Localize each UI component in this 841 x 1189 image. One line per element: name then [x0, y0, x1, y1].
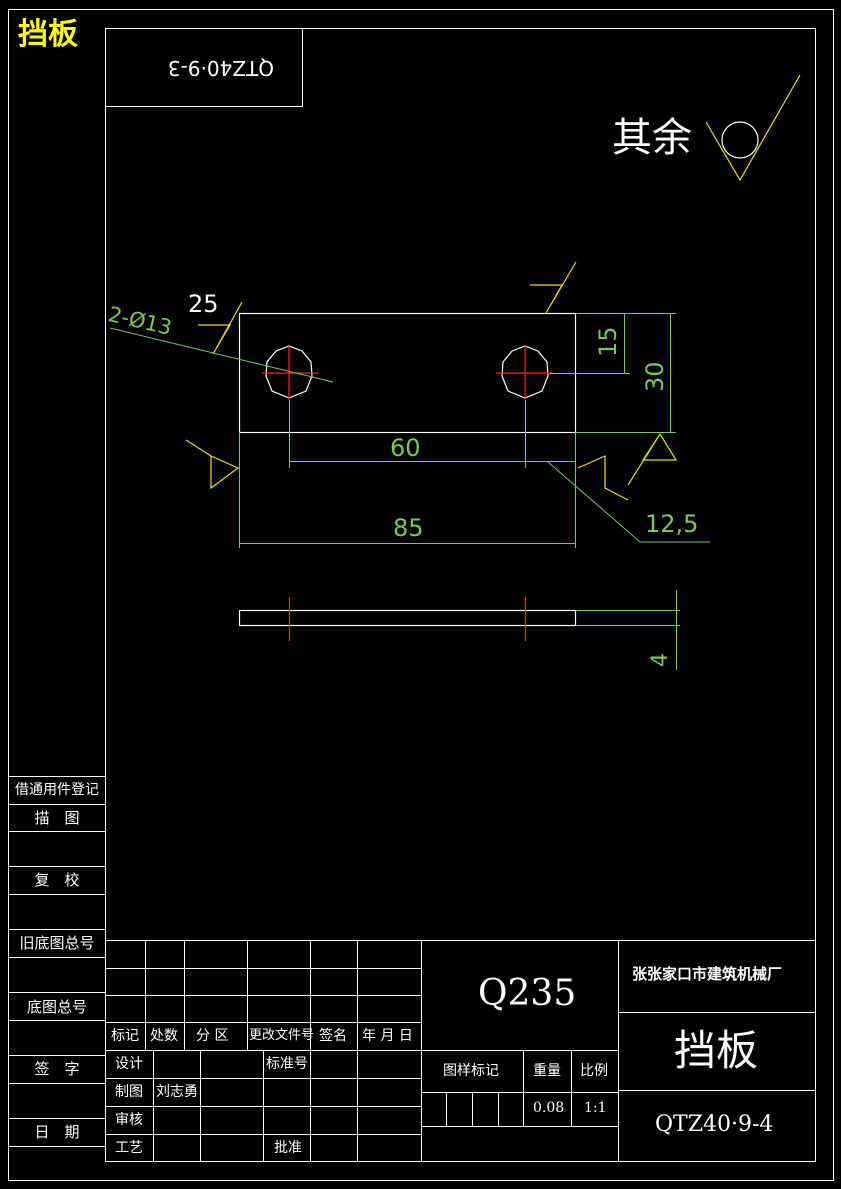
- info-weight: 0.08: [533, 1100, 565, 1116]
- company-name: 张张家口市建筑机械厂: [632, 965, 783, 983]
- side-view: [238, 590, 680, 670]
- side-label-trace: 描 图: [34, 809, 80, 827]
- roughness-top-right: [530, 261, 577, 314]
- outer-frame: [8, 9, 834, 1181]
- code-box: [105, 28, 303, 107]
- part-name: 挡板: [674, 1026, 759, 1075]
- dim-hole-offset: 15: [594, 326, 622, 357]
- info-scale: 1:1: [584, 1100, 607, 1116]
- title-block: [105, 940, 816, 1162]
- header-title: 挡板: [18, 17, 78, 52]
- dim-length: 85: [393, 514, 424, 542]
- sign-standard-label: 标准号: [266, 1056, 308, 1072]
- material: Q235: [478, 973, 577, 1014]
- rev-header-mark: 标记: [111, 1028, 139, 1044]
- rev-header-doc: 更改文件号: [249, 1028, 315, 1043]
- side-label-register: 借通用件登记: [15, 782, 99, 798]
- rev-header-count: 处数: [150, 1028, 178, 1044]
- side-label-base: 底图总号: [26, 998, 87, 1016]
- roughness-corner: [627, 433, 678, 486]
- side-strip: [8, 776, 105, 1147]
- sign-drawing-label: 制图: [115, 1084, 143, 1100]
- sign-review-label: 审核: [115, 1112, 143, 1128]
- dim-height: 30: [641, 361, 669, 392]
- side-label-date: 日 期: [34, 1123, 80, 1141]
- roughness-right: [577, 455, 629, 501]
- side-label-recheck: 复 校: [34, 871, 80, 889]
- roughness-top-left: [198, 301, 243, 355]
- dim-roughness-top: 25: [188, 290, 219, 318]
- info-header-mark: 图样标记: [443, 1063, 499, 1079]
- rev-header-signature: 签名: [319, 1028, 347, 1044]
- dim-hole-spacing: 60: [390, 434, 421, 462]
- roughness-left: [185, 439, 240, 490]
- rev-header-date: 年 月 日: [362, 1028, 413, 1044]
- dim-edge-offset: 12,5: [645, 510, 699, 538]
- inner-frame: [105, 28, 816, 1162]
- sign-design-label: 设计: [115, 1056, 143, 1072]
- top-view: [109, 261, 710, 548]
- dim-thickness: 4: [648, 653, 673, 667]
- side-label-sign: 签 字: [34, 1060, 80, 1078]
- sign-approve-label: 批准: [274, 1140, 302, 1156]
- sign-drawer-name: 刘志勇: [156, 1084, 198, 1100]
- side-label-old-base: 旧底图总号: [19, 934, 95, 952]
- info-header-scale: 比例: [580, 1063, 608, 1079]
- sign-process-label: 工艺: [115, 1140, 143, 1156]
- roughness-symbol-general: [705, 74, 801, 182]
- roughness-note: 其余: [612, 115, 692, 161]
- drawing-code: QTZ40·9-4: [655, 1112, 774, 1137]
- mirrored-code: QTZ40·9-3: [167, 56, 274, 80]
- info-header-weight: 重量: [533, 1063, 561, 1079]
- rev-header-zone: 分 区: [196, 1028, 229, 1044]
